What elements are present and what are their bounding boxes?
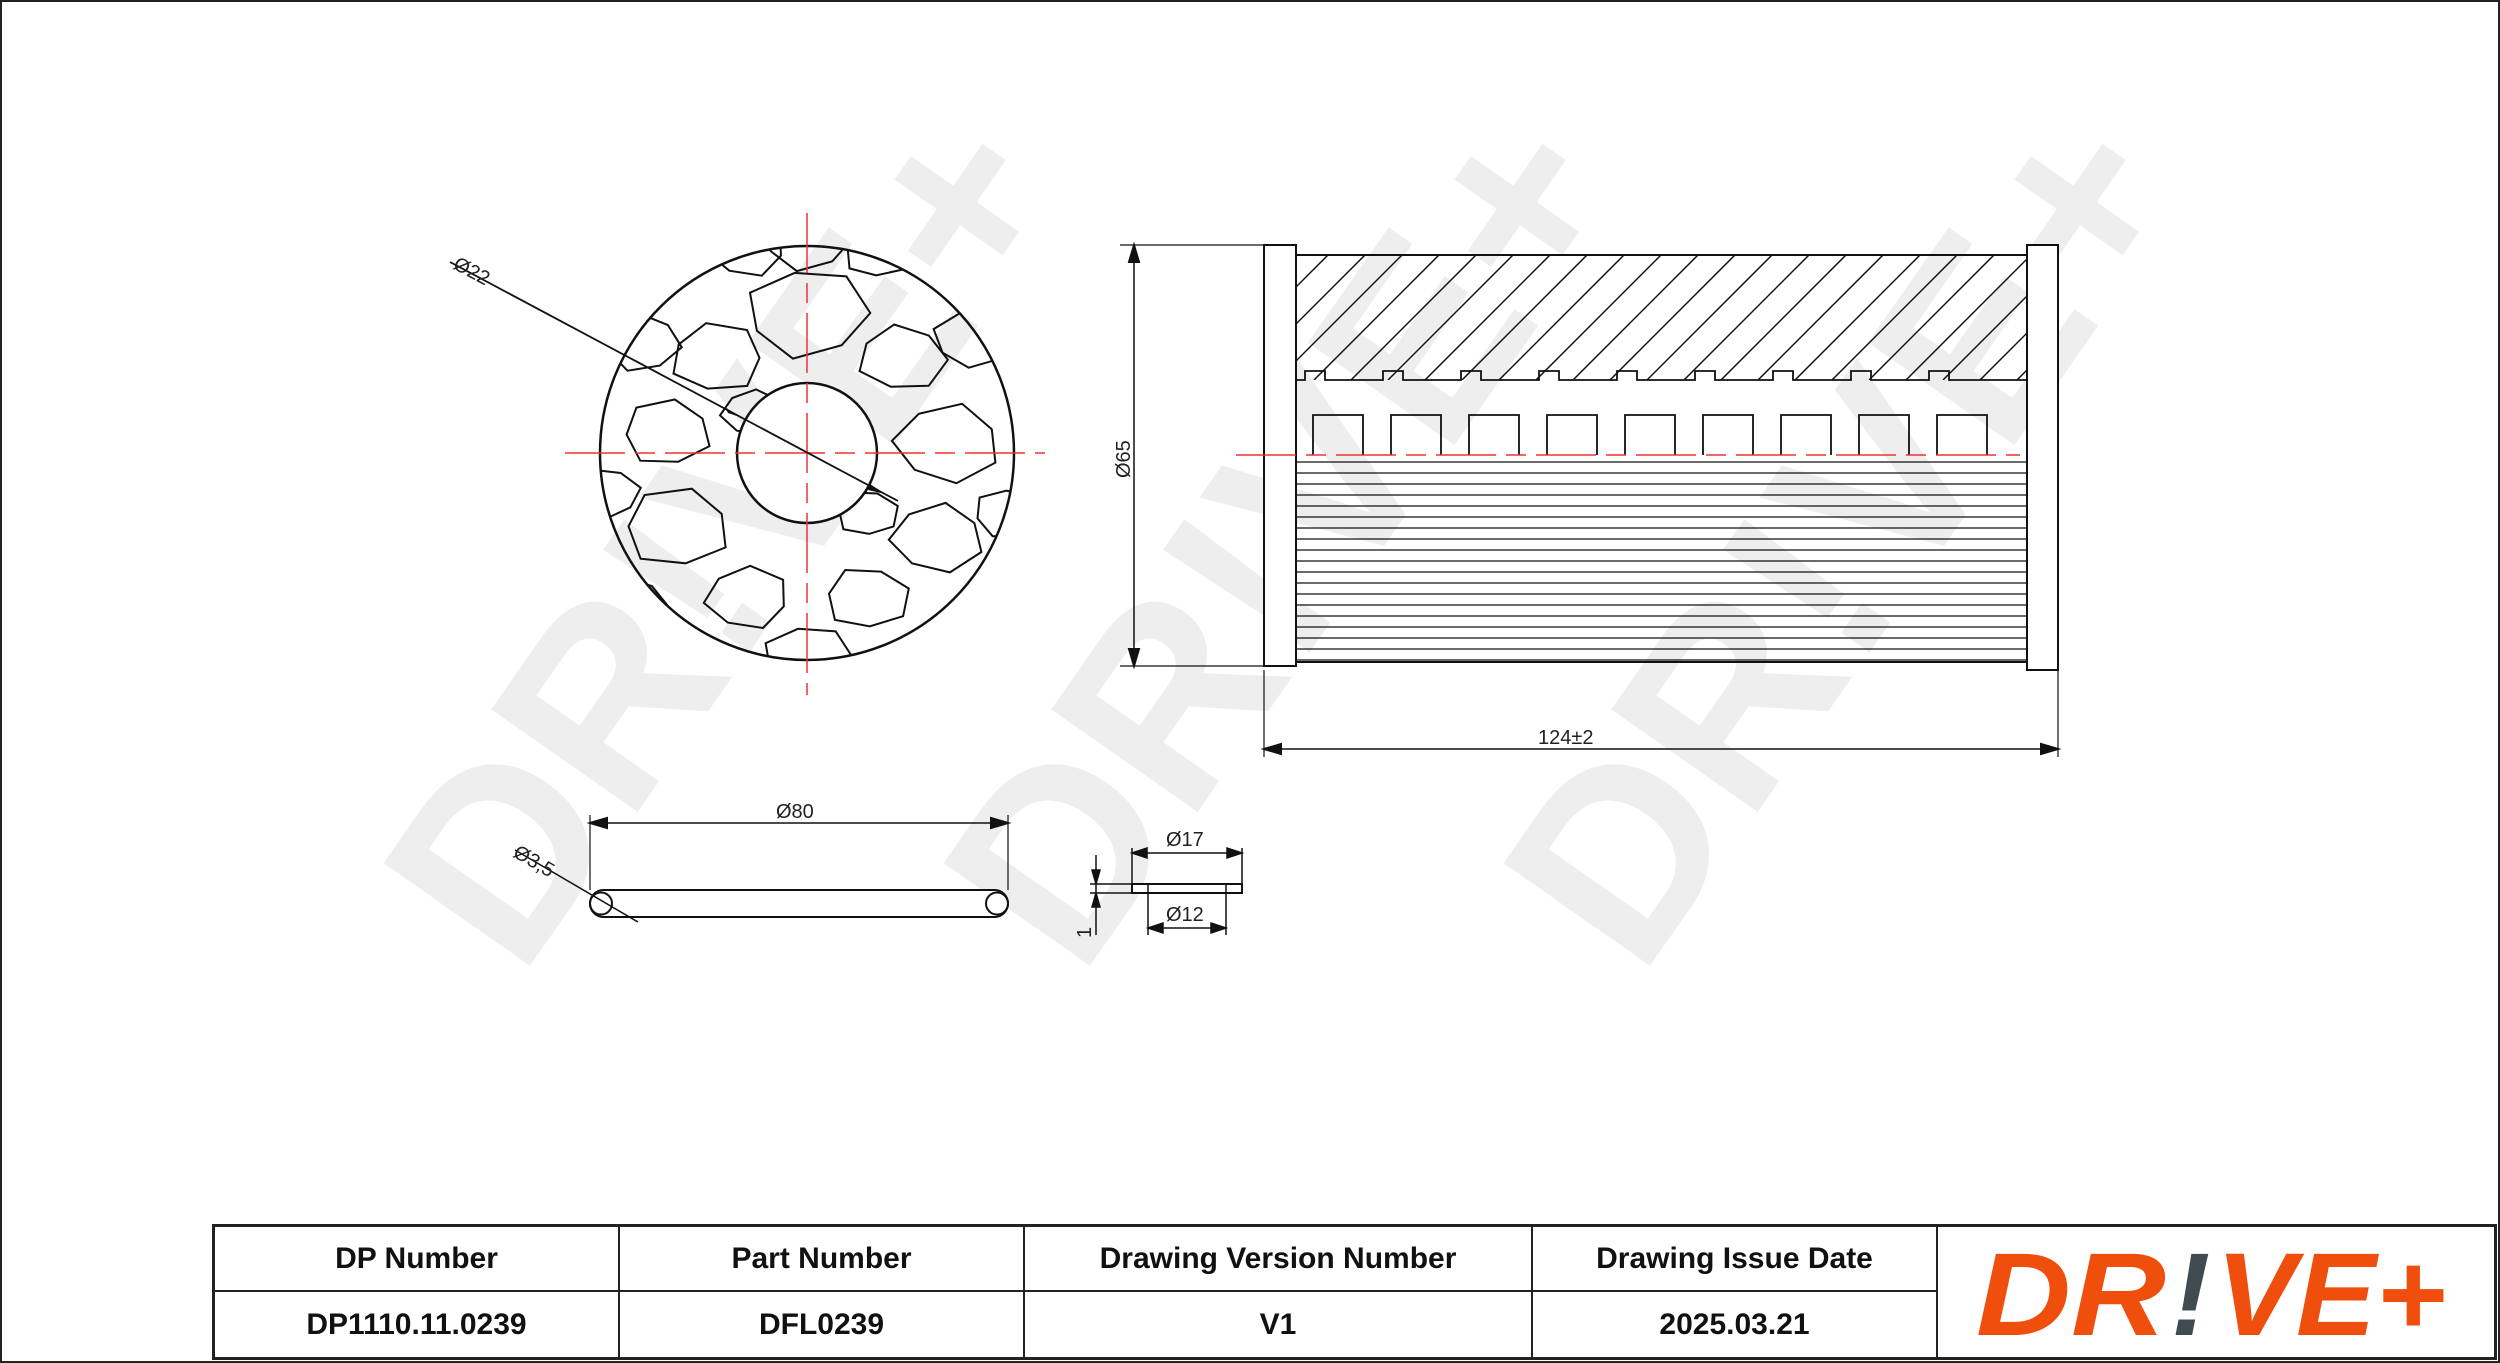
dim-inner-diameter: Ø22: [450, 253, 494, 290]
svg-text:VE+: VE+: [2216, 1237, 2446, 1347]
stone: [600, 468, 643, 520]
o-ring: [514, 815, 1012, 923]
svg-text:!: !: [2171, 1237, 2210, 1347]
dim-washer-thickness: 1: [1074, 927, 1096, 938]
end-view: Ø22: [449, 213, 1045, 695]
stone: [672, 322, 761, 390]
stone: [890, 402, 997, 485]
dim-line-inner: [449, 261, 899, 502]
stone: [625, 398, 711, 463]
dim-washer-outer: Ø17: [1166, 829, 1204, 851]
header-part-number: Part Number: [620, 1227, 1025, 1292]
stone: [627, 487, 727, 565]
drive-logo: DR ! VE+: [1976, 1237, 2446, 1347]
stone: [827, 568, 910, 628]
stone: [702, 564, 785, 630]
header-drawing-version: Drawing Version Number: [1025, 1227, 1533, 1292]
stone: [887, 501, 983, 574]
stone: [748, 271, 872, 360]
stone: [949, 590, 1014, 640]
value-dp-number: DP1110.11.0239: [215, 1292, 620, 1357]
value-part-number: DFL0239: [620, 1292, 1025, 1357]
dim-length: 124±2: [1538, 727, 1593, 749]
stone: [976, 489, 1014, 538]
value-drawing-version: V1: [1025, 1292, 1533, 1357]
stone: [858, 323, 950, 388]
title-block: DP Number Part Number Drawing Version Nu…: [212, 1224, 2497, 1360]
stone: [764, 246, 855, 273]
header-dp-number: DP Number: [215, 1227, 620, 1292]
header-issue-date: Drawing Issue Date: [1533, 1227, 1938, 1292]
dim-washer-inner: Ø12: [1166, 904, 1204, 926]
dim-oring-diameter: Ø80: [776, 801, 814, 823]
side-view: [1120, 241, 2062, 757]
value-issue-date: 2025.03.21: [1533, 1292, 1938, 1357]
stone: [846, 246, 912, 277]
brand-logo: DR ! VE+: [1938, 1227, 2494, 1357]
washer: [1090, 846, 1245, 935]
svg-text:DR: DR: [1976, 1237, 2166, 1347]
dim-outer-diameter: Ø65: [1113, 440, 1135, 478]
